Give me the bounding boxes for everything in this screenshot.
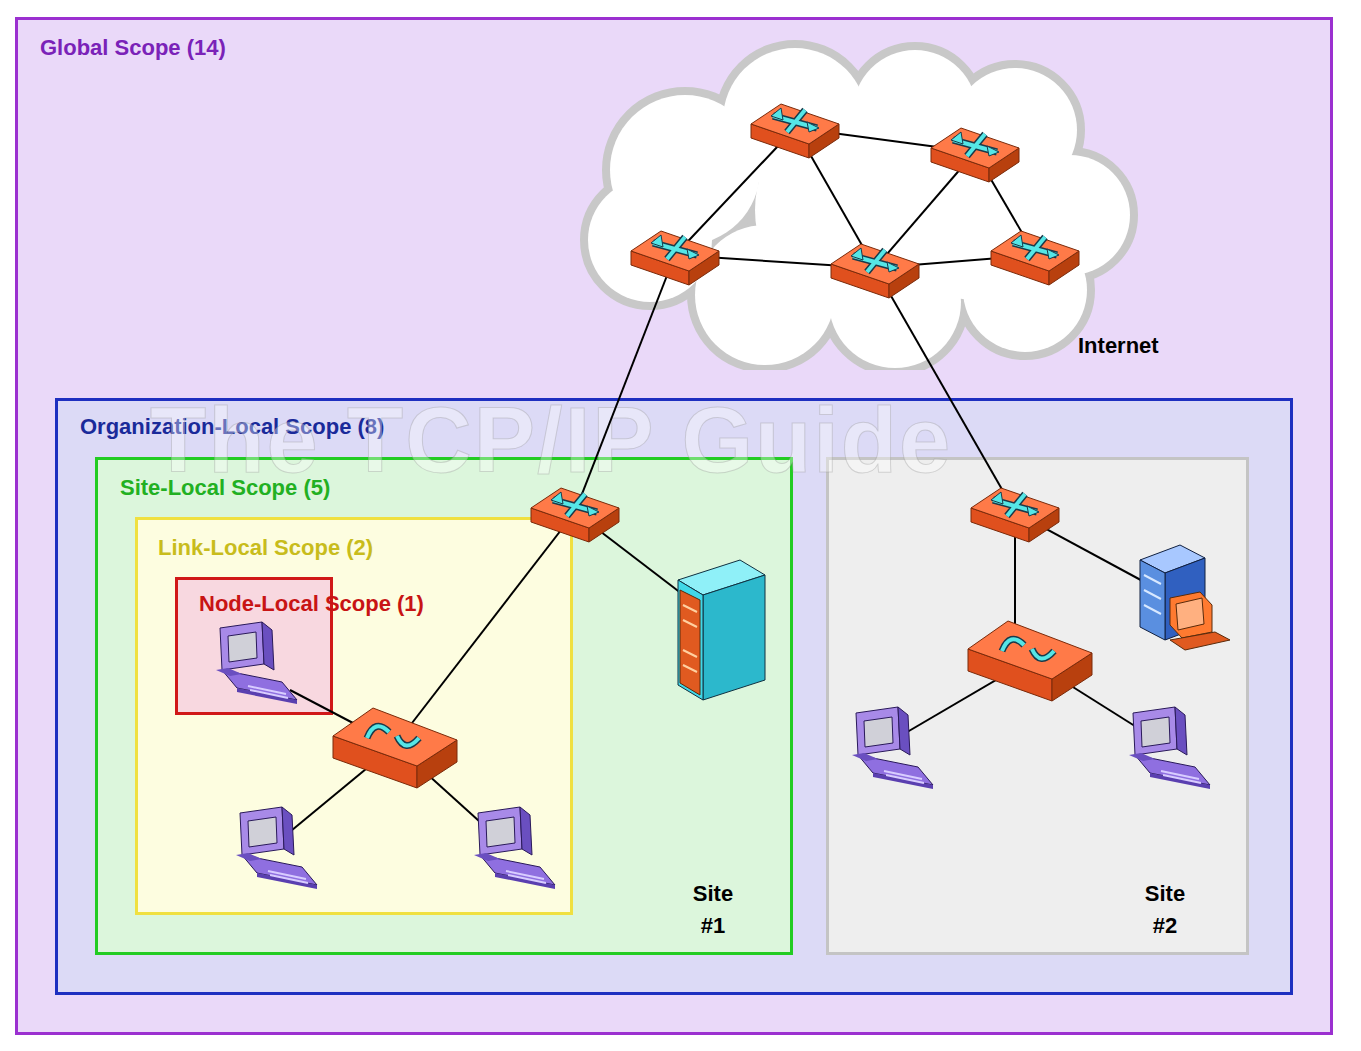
scope-title: Link-Local Scope (2) — [158, 535, 373, 561]
site-local-scope-box: Site-Local Scope (5)Site #1Link-Local Sc… — [95, 457, 793, 955]
watermark: The TCP/IP Guide — [150, 388, 952, 493]
area-label: Internet — [1078, 333, 1159, 359]
link-local-scope-box: Link-Local Scope (2) Node-Local Scope (1) — [135, 517, 573, 915]
site-two-box: Site #2 — [826, 457, 1249, 955]
internet-cloud: Internet — [575, 40, 1200, 370]
global-scope-box: Global Scope (14)InternetOrganization-Lo… — [15, 17, 1333, 1035]
area-label: Site #1 — [678, 878, 748, 942]
scope-title: Node-Local Scope (1) — [199, 591, 424, 617]
scope-title: Global Scope (14) — [40, 35, 226, 61]
node-local-scope-box: Node-Local Scope (1) — [175, 577, 333, 715]
scope-title: Site #2 — [1130, 878, 1200, 942]
cloud-outline — [575, 40, 1200, 370]
